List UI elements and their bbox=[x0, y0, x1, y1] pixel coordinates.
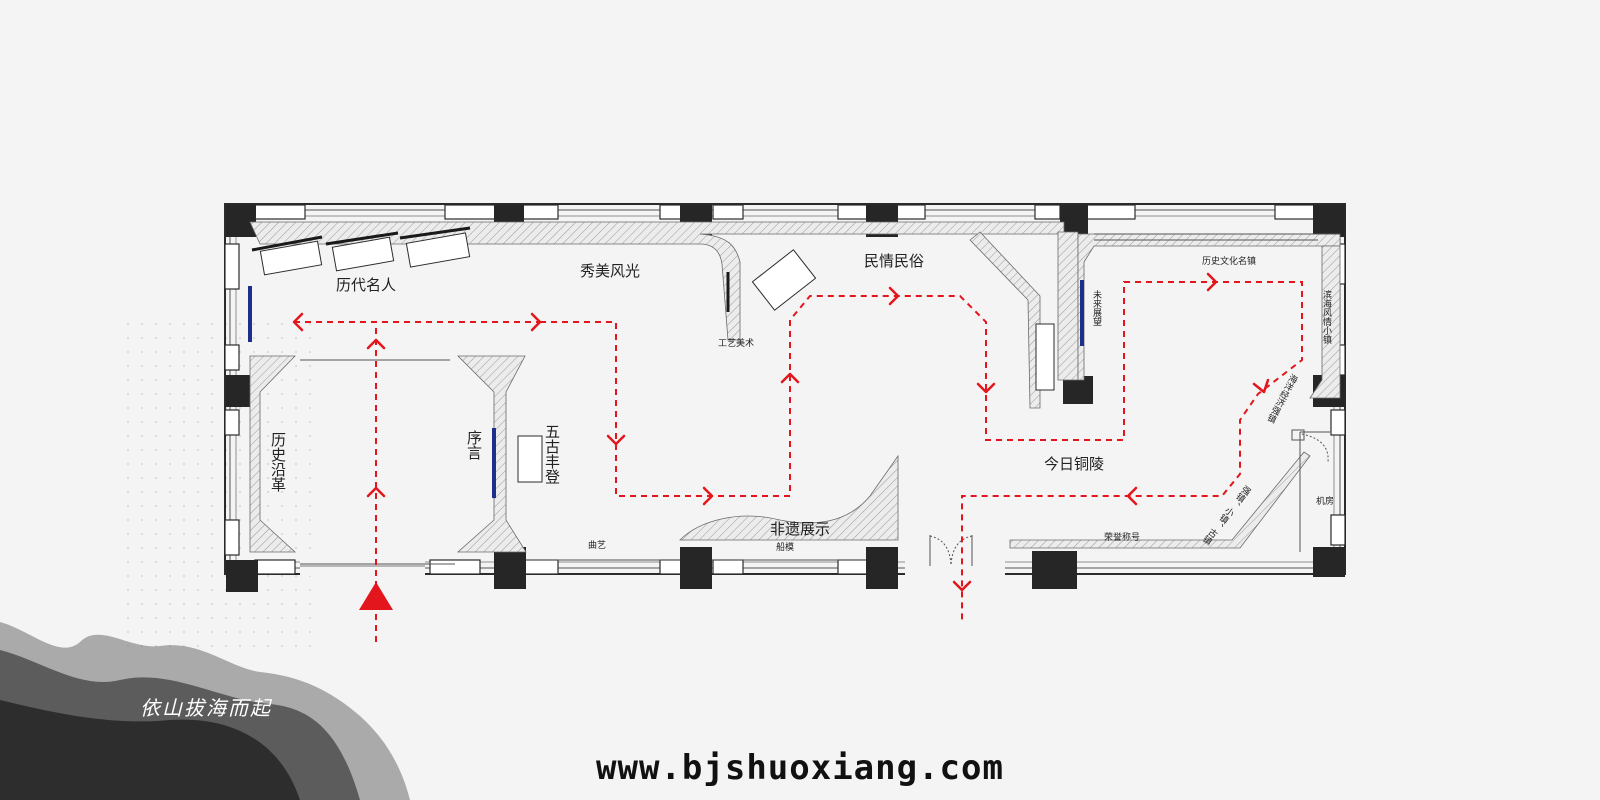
label-coastal-towns: 滨海风情小镇 bbox=[1321, 289, 1332, 345]
route-chevrons bbox=[292, 272, 1270, 592]
interior-lines bbox=[300, 233, 1340, 567]
label-scenery: 秀美风光 bbox=[580, 262, 640, 280]
website-url: www.bjshuoxiang.com bbox=[596, 748, 1004, 788]
interior-walls bbox=[249, 221, 1341, 553]
label-machine-room: 机房 bbox=[1316, 495, 1334, 507]
label-famous-people: 历代名人 bbox=[336, 276, 396, 294]
label-wugu-fengdeng: 五古丰登 bbox=[543, 424, 561, 484]
label-folk-customs: 民情民俗 bbox=[864, 252, 924, 270]
label-folk-art: 曲艺 bbox=[588, 540, 606, 551]
label-future: 未来展望 bbox=[1091, 289, 1102, 326]
display-cases bbox=[259, 232, 1055, 483]
dot-pattern bbox=[122, 318, 322, 648]
label-historic-towns: 历史文化名镇 bbox=[1202, 255, 1256, 267]
label-crafts: 工艺美术 bbox=[718, 337, 754, 349]
label-preface: 序言 bbox=[465, 430, 483, 460]
entrance-arrow-icon bbox=[359, 582, 393, 610]
wall-windows bbox=[224, 204, 1346, 575]
visitor-route bbox=[294, 281, 1303, 642]
display-case-edges bbox=[251, 226, 730, 312]
columns bbox=[226, 205, 1345, 592]
label-history: 历史沿革 bbox=[269, 432, 287, 492]
slogan: 依山拔海而起 bbox=[140, 696, 272, 720]
label-heritage: 非遗展示 bbox=[770, 520, 830, 538]
blue-panels bbox=[248, 280, 1084, 498]
ink-mountain-decoration bbox=[0, 622, 410, 800]
label-today: 今日铜陵 bbox=[1044, 455, 1104, 473]
label-marine-economy: 海洋经济强镇 bbox=[1264, 371, 1300, 425]
label-ship-model: 船模 bbox=[776, 541, 794, 553]
label-honors: 荣誉称号 bbox=[1104, 531, 1140, 543]
